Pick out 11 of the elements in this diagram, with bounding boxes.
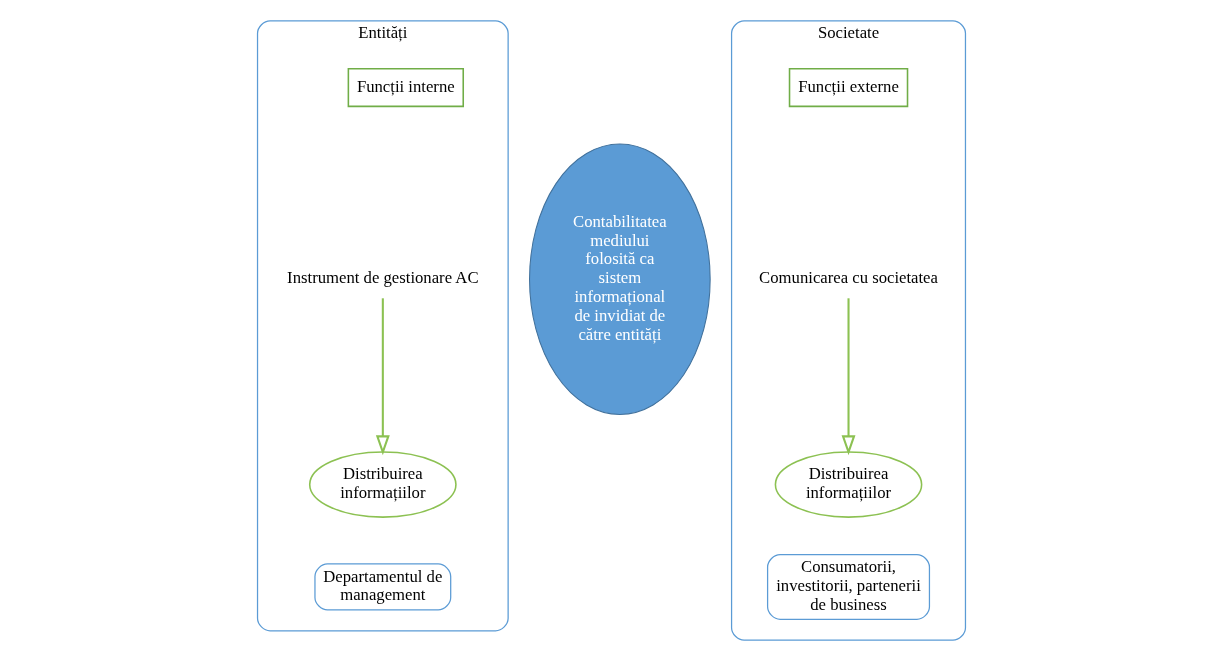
node-box: Funcții interne [347,68,464,108]
node-ellipse: Contabilitatea mediului folosită ca sistem informațional de invidiat de către entități [529,143,711,415]
node-box: Funcții externe [788,68,909,108]
node-ellipse: Distribuirea informațiilor [308,451,457,518]
node-box: Consumatorii, investitorii, partenerii de business [766,553,931,620]
node-ellipse: Distribuirea informațiilor [774,451,923,518]
arrow [841,298,856,456]
node-box: Departamentul de management [314,563,452,611]
arrow [375,298,390,456]
node-text: Instrument de gestionare AC [287,268,479,288]
node-text: Comunicarea cu societatea [759,268,938,288]
